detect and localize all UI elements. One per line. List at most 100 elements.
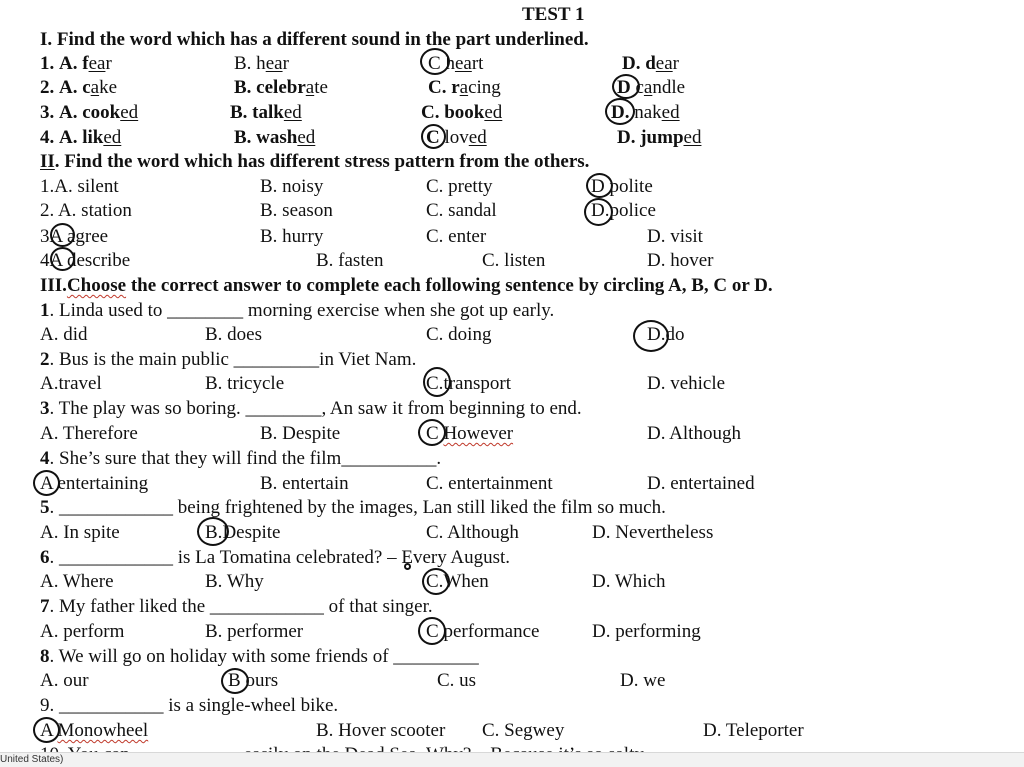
answer-circle bbox=[612, 74, 640, 99]
option-a: A. lik bbox=[59, 127, 104, 148]
s3-q4-d: D. entertained bbox=[647, 473, 755, 494]
q-number: 2. bbox=[40, 77, 55, 98]
answer-circle bbox=[584, 198, 613, 226]
answer-circle bbox=[33, 470, 60, 496]
option-c: C. r bbox=[428, 77, 460, 98]
option-b: B. celebr bbox=[234, 77, 306, 98]
q-text: . Bus is the main public _________in Vie… bbox=[49, 349, 417, 370]
answer-circle bbox=[422, 568, 450, 595]
s3-q5-stem: 5. ____________ being frightened by the … bbox=[40, 497, 666, 519]
s3-q5-c: C. Although bbox=[426, 522, 519, 543]
option-c-word: When bbox=[443, 571, 489, 592]
section-title: . Find the word which has different stre… bbox=[54, 151, 590, 172]
s3-q5-d: D. Nevertheless bbox=[592, 522, 714, 543]
q-number: 7 bbox=[40, 596, 50, 617]
q-number: 1 bbox=[40, 300, 50, 321]
s3-q8-d: D. we bbox=[620, 670, 666, 691]
s3-q8-c: C. us bbox=[437, 670, 477, 691]
option-b-word: ours bbox=[245, 670, 279, 691]
s1-q4-b: B. washed bbox=[234, 127, 315, 149]
pen-mark-dot bbox=[404, 563, 411, 570]
option-a: A. c bbox=[59, 77, 91, 98]
row-number: 3 bbox=[40, 226, 50, 247]
s3-q4-c: C. entertainment bbox=[426, 473, 553, 494]
option-a-label: A. f bbox=[59, 53, 89, 74]
answer-circle bbox=[420, 48, 450, 75]
s1-q3: 3. A. cooked bbox=[40, 102, 138, 124]
underlined-part: a bbox=[90, 77, 100, 98]
s3-q10-stem-cut: 10. You can ___________ easily on the De… bbox=[40, 744, 647, 752]
s3-q6-b: B. Why bbox=[205, 571, 264, 592]
underlined-part: ea bbox=[265, 53, 283, 74]
q-text: . The play was so boring. ________, An s… bbox=[49, 398, 582, 419]
s2-r2-c: C. sandal bbox=[426, 200, 497, 221]
answer-circle bbox=[221, 668, 249, 694]
word-tail: ke bbox=[99, 77, 118, 98]
s2-r3-d: D. visit bbox=[647, 226, 703, 247]
underlined-part: a bbox=[305, 77, 315, 98]
s3-q7-stem: 7. My father liked the ____________ of t… bbox=[40, 596, 433, 618]
s1-q2-b: B. celebrate bbox=[234, 77, 328, 99]
underlined-part: a bbox=[643, 77, 653, 98]
option-d-word: police bbox=[609, 200, 656, 221]
s1-q2-c: C. racing bbox=[428, 77, 501, 99]
s2-r3-b: B. hurry bbox=[260, 226, 324, 247]
section-title-word: Choose bbox=[66, 275, 127, 296]
answer-circle bbox=[33, 717, 60, 743]
q-number: 3. bbox=[40, 102, 55, 123]
s3-q2-stem: 2. Bus is the main public _________in Vi… bbox=[40, 349, 416, 371]
answer-circle bbox=[423, 367, 451, 397]
section-number: II bbox=[40, 151, 55, 172]
s3-q2-a: A.travel bbox=[40, 373, 102, 394]
s2-r1-a: 1.A. silent bbox=[40, 176, 119, 197]
s2-r2-b: B. season bbox=[260, 200, 333, 221]
option-c-word: transport bbox=[443, 373, 511, 394]
word-head: h bbox=[445, 53, 455, 74]
section-3-heading: III.Choose the correct answer to complet… bbox=[40, 275, 773, 297]
option-c-word: However bbox=[443, 423, 514, 444]
answer-circle bbox=[418, 617, 446, 645]
word-tail: r bbox=[105, 53, 112, 74]
q-number: 3 bbox=[40, 398, 50, 419]
s3-q7-d: D. performing bbox=[592, 621, 701, 642]
q-number: 8 bbox=[40, 646, 50, 667]
status-language: United States) bbox=[0, 754, 64, 765]
option-d-word: polite bbox=[609, 176, 653, 197]
q-text: . My father liked the ____________ of th… bbox=[49, 596, 433, 617]
s3-q7-b: B. performer bbox=[205, 621, 304, 642]
underlined-part: ed bbox=[297, 127, 316, 148]
s3-q7-a: A. perform bbox=[40, 621, 125, 642]
s3-q1-stem: 1. Linda used to ________ morning exerci… bbox=[40, 300, 554, 322]
q-text: . ____________ being frightened by the i… bbox=[49, 497, 666, 518]
s3-q9-d: D. Teleporter bbox=[703, 720, 804, 741]
q-number: 4 bbox=[40, 448, 50, 469]
option-b-word: Despite bbox=[222, 522, 281, 543]
word-head: lov bbox=[444, 127, 469, 148]
underlined-part: ed bbox=[661, 102, 680, 123]
s3-q4-b: B. entertain bbox=[260, 473, 349, 494]
s2-r1-b: B. noisy bbox=[260, 176, 324, 197]
option-a-word: Monowheel bbox=[57, 720, 149, 741]
s3-q3-d: D. Although bbox=[647, 423, 741, 444]
option-c-word: performance bbox=[443, 621, 540, 642]
word-tail: r bbox=[672, 53, 679, 74]
section-1-heading: I. Find the word which has a different s… bbox=[40, 29, 589, 50]
s3-q6-stem: 6. ____________ is La Tomatina celebrate… bbox=[40, 547, 510, 569]
s3-q1-c: C. doing bbox=[426, 324, 492, 345]
s3-q3-a: A. Therefore bbox=[40, 423, 138, 444]
s1-q4: 4. A. liked bbox=[40, 127, 121, 149]
s1-q3-b: B. talked bbox=[230, 102, 302, 124]
word-tail: ndle bbox=[652, 77, 686, 98]
s2-r1-c: C. pretty bbox=[426, 176, 493, 197]
s2-r4-c: C. listen bbox=[482, 250, 546, 271]
s2-r3-c: C. enter bbox=[426, 226, 487, 247]
answer-circle bbox=[605, 98, 635, 125]
s3-q8-stem: 8. We will go on holiday with some frien… bbox=[40, 646, 479, 668]
s1-q1-d: D. dear bbox=[622, 53, 679, 75]
s3-q9-stem: 9. ___________ is a single-wheel bike. bbox=[40, 695, 338, 717]
option-b: B. talk bbox=[230, 102, 284, 123]
option-d: D. d bbox=[622, 53, 656, 74]
s2-r4-d: D. hover bbox=[647, 250, 714, 271]
section-2-heading: II. Find the word which has different st… bbox=[40, 151, 589, 173]
s2-r4-b: B. fasten bbox=[316, 250, 384, 271]
